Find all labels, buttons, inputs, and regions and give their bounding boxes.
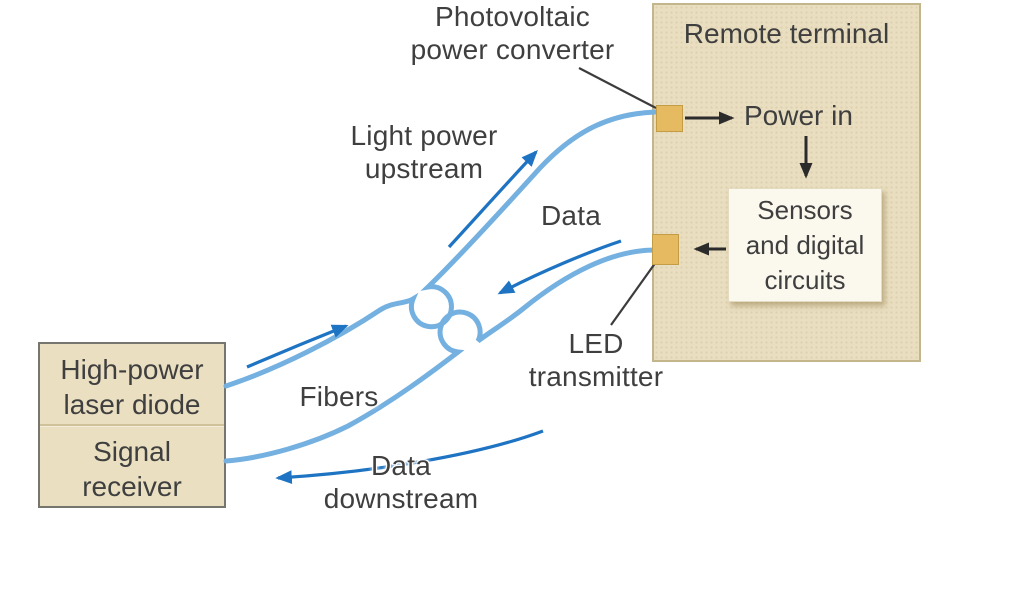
downstream-direction-arrow-left (275, 429, 544, 485)
fibers-label: Fibers (299, 381, 379, 412)
photovoltaic-converter-connector (656, 105, 683, 132)
led-pointer-line (610, 261, 657, 326)
remote-terminal-title: Remote terminal (683, 18, 890, 49)
high-power-laser-diode-label: High-power laser diode (40, 352, 224, 422)
sensors-label-line3: circuits (764, 264, 846, 295)
power-in-label: Power in (744, 100, 853, 131)
sensors-digital-circuits-box: Sensors and digital circuits (728, 188, 882, 302)
signal-receiver-label: Signal receiver (40, 434, 224, 504)
led-label-line1: LED (568, 328, 624, 359)
data-downstream-label: Data downstream (310, 449, 492, 515)
photovoltaic-converter-label: Photovoltaic power converter (395, 0, 630, 66)
box-divider (40, 424, 224, 427)
led-transmitter-connector (652, 234, 679, 265)
upstream-direction-arrow-left (246, 324, 349, 369)
light-power-label-line2: upstream (364, 153, 484, 184)
data-downstream-line1: Data (371, 450, 431, 481)
laser-diode-receiver-box: High-power laser diode Signal receiver (38, 342, 226, 508)
photovoltaic-pointer-line (578, 67, 657, 109)
photovoltaic-label-line2: power converter (410, 34, 615, 65)
led-transmitter-label: LED transmitter (510, 327, 682, 393)
laser-label-line1: High-power (60, 354, 204, 385)
sensors-label-line2: and digital (745, 229, 865, 260)
light-power-label-line1: Light power (350, 120, 498, 151)
upstream-direction-arrow-mid (447, 149, 538, 249)
data-fiber-label: Data (541, 200, 601, 231)
data-downstream-line2: downstream (323, 483, 479, 514)
receiver-label-line2: receiver (82, 471, 182, 502)
downstream-fiber (223, 247, 658, 464)
light-power-upstream-label: Light power upstream (329, 119, 519, 185)
downstream-direction-arrow-mid (497, 239, 622, 295)
photovoltaic-label-line1: Photovoltaic (435, 1, 590, 32)
receiver-label-line1: Signal (93, 436, 171, 467)
sensors-label-line1: Sensors (757, 194, 853, 225)
led-label-line2: transmitter (528, 361, 664, 392)
remote-terminal-box: Remote terminal (652, 3, 921, 362)
laser-label-line2: laser diode (63, 389, 201, 420)
